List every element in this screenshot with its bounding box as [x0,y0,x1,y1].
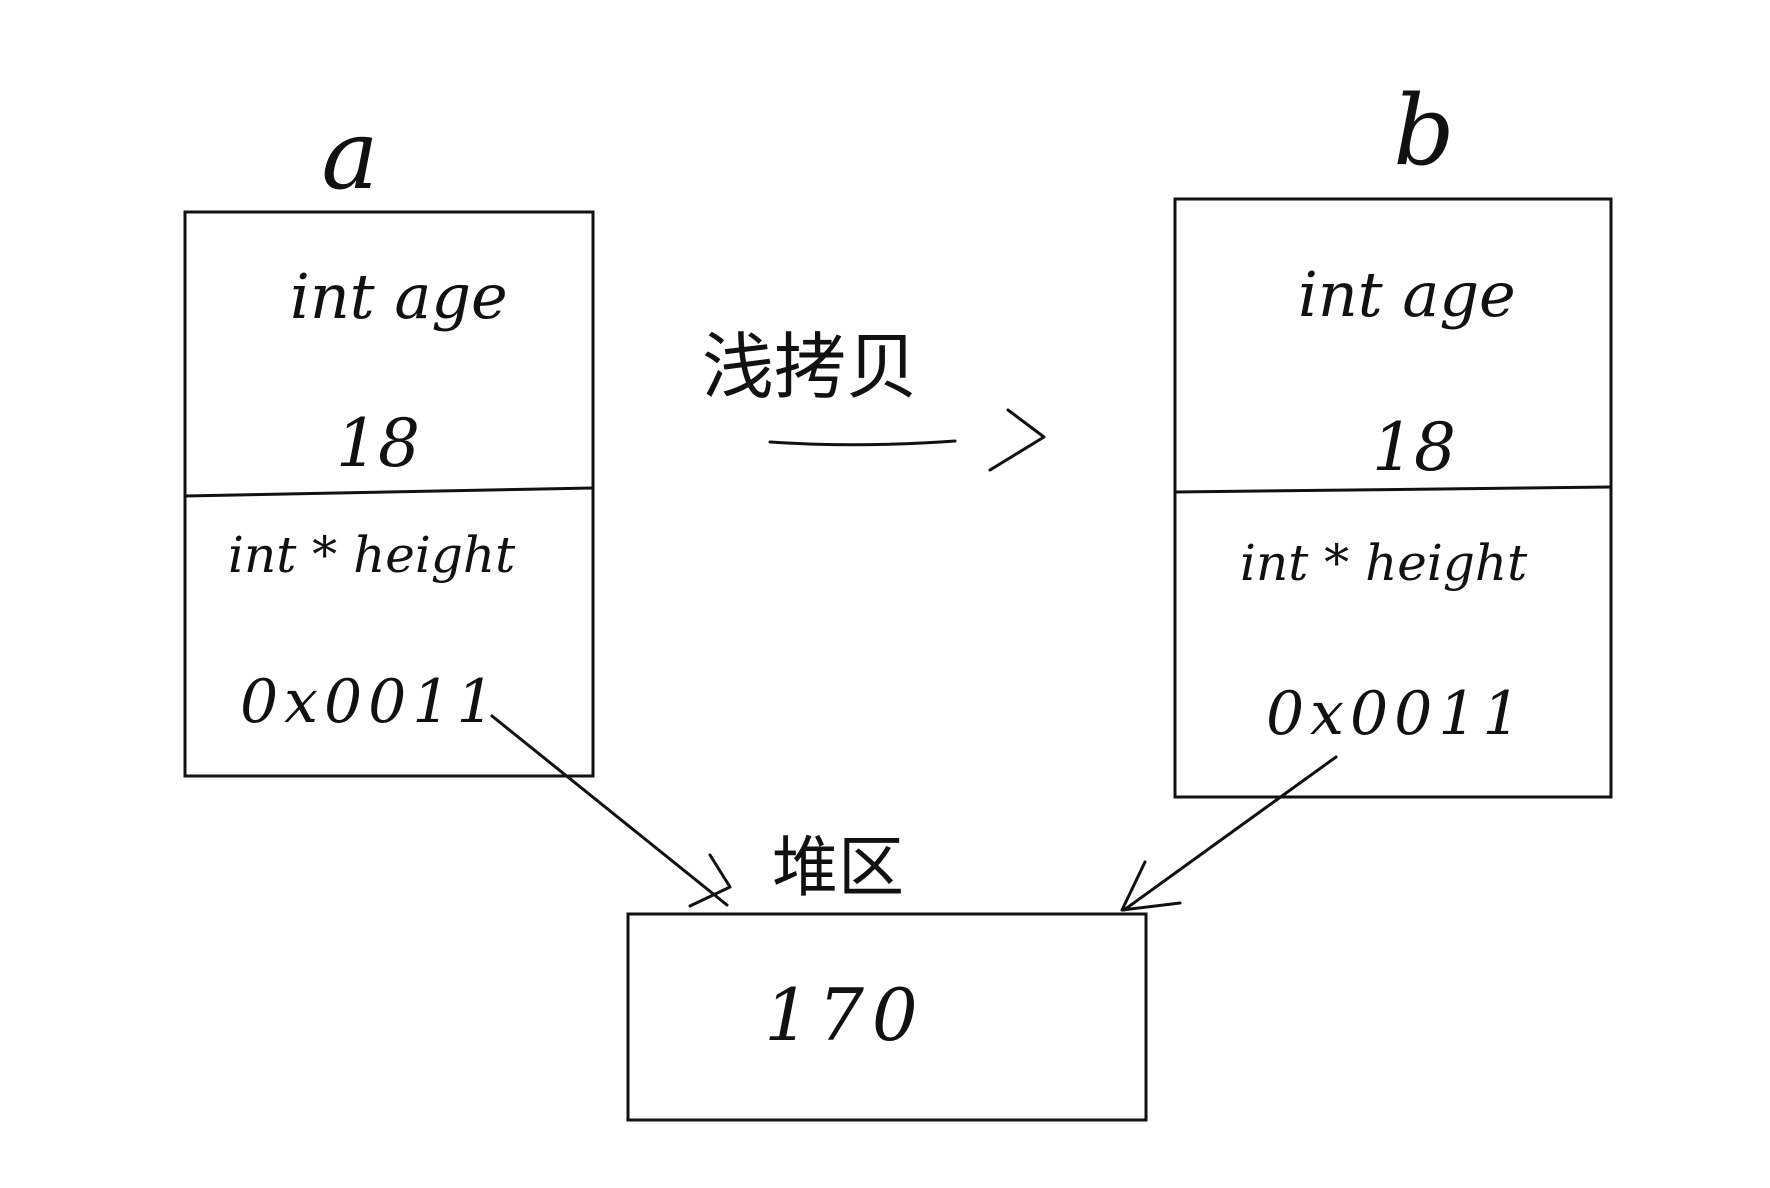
pointer-arrow-b-shaft [1122,755,1338,912]
object-b-ptr-value: 0x0011 [1266,679,1527,749]
heap: 堆区 170 [626,829,1148,1122]
object-a-box [183,210,595,778]
heap-label: 堆区 [772,829,904,906]
object-a-divider [184,486,594,498]
object-a-ptr-field: int * height [228,526,516,584]
object-b-age-field: int age [1298,258,1516,331]
pointer-arrow-b-head [1120,860,1182,912]
pointer-arrow-b [1120,755,1338,912]
object-a-age-field: int age [290,260,508,333]
object-b: b int age 18 int * height 0x0011 [1173,75,1613,799]
heap-box [626,912,1148,1122]
object-b-box [1173,197,1613,799]
pointer-arrow-a [490,714,732,908]
object-a-label: a [321,99,378,211]
object-b-label: b [1393,75,1454,187]
object-b-ptr-field: int * height [1240,534,1528,592]
pointer-arrow-a-head [688,853,732,908]
copy-arrow-head [988,408,1046,472]
heap-value: 170 [764,973,925,1057]
copy-arrow: 浅拷贝 [702,325,1046,472]
object-a: a int age 18 int * height 0x0011 [183,99,595,778]
object-b-divider [1174,485,1612,494]
copy-arrow-label: 浅拷贝 [702,325,918,409]
pointer-arrow-a-shaft [490,714,729,907]
object-a-ptr-value: 0x0011 [240,667,501,737]
object-a-age-value: 18 [336,405,420,482]
copy-arrow-shaft [768,439,957,447]
object-b-age-value: 18 [1372,409,1456,486]
